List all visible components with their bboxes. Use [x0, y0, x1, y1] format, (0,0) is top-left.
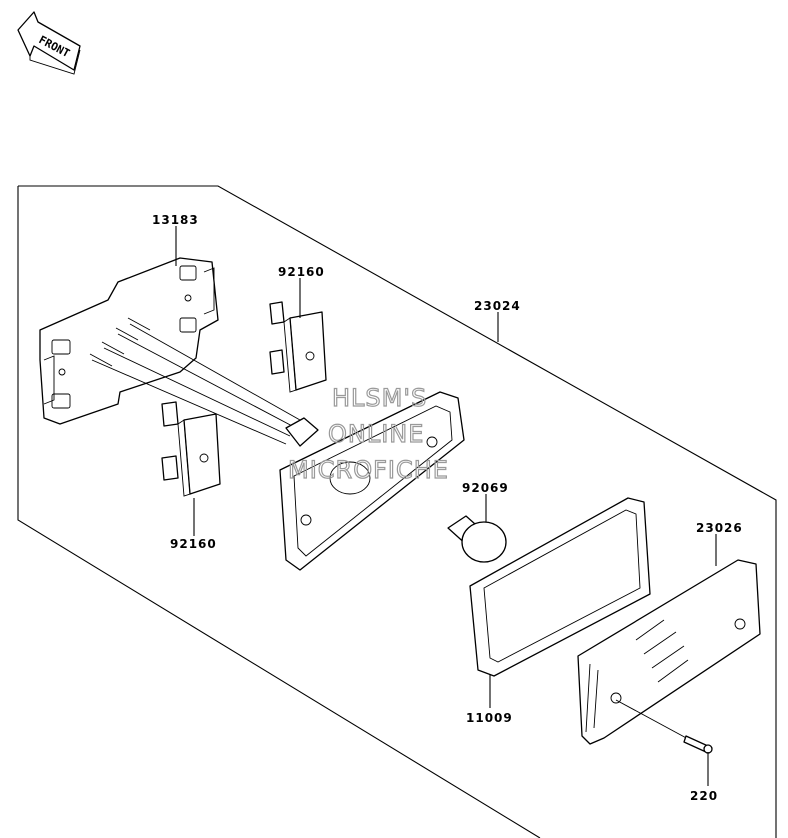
watermark: HLSM'S ONLINE MICROFICHE	[287, 383, 449, 484]
watermark-line-3: MICROFICHE	[288, 456, 449, 484]
bulb	[447, 515, 507, 563]
gasket	[469, 497, 651, 677]
leader-lines	[175, 226, 717, 786]
socket-upper	[269, 301, 327, 393]
socket-lower	[161, 401, 221, 497]
part-number-socket-upper: 92160	[278, 265, 325, 279]
part-number-mounting-plate: 13183	[152, 213, 199, 227]
front-arrow-icon: FRONT	[17, 11, 81, 75]
assembly-boundary	[17, 185, 777, 838]
watermark-line-2: ONLINE	[328, 420, 424, 448]
part-number-screw: 220	[690, 789, 718, 803]
wire-harness	[89, 317, 319, 447]
watermark-line-1: HLSM'S	[332, 384, 427, 412]
part-number-gasket: 11009	[466, 711, 513, 725]
lens	[577, 559, 761, 745]
part-number-bulb: 92069	[462, 481, 509, 495]
lamp-housing	[279, 391, 465, 571]
screw	[615, 699, 713, 754]
part-number-lamp-assembly: 23024	[474, 299, 521, 313]
part-number-socket-lower: 92160	[170, 537, 217, 551]
mounting-plate	[39, 257, 219, 425]
part-number-lens: 23026	[696, 521, 743, 535]
